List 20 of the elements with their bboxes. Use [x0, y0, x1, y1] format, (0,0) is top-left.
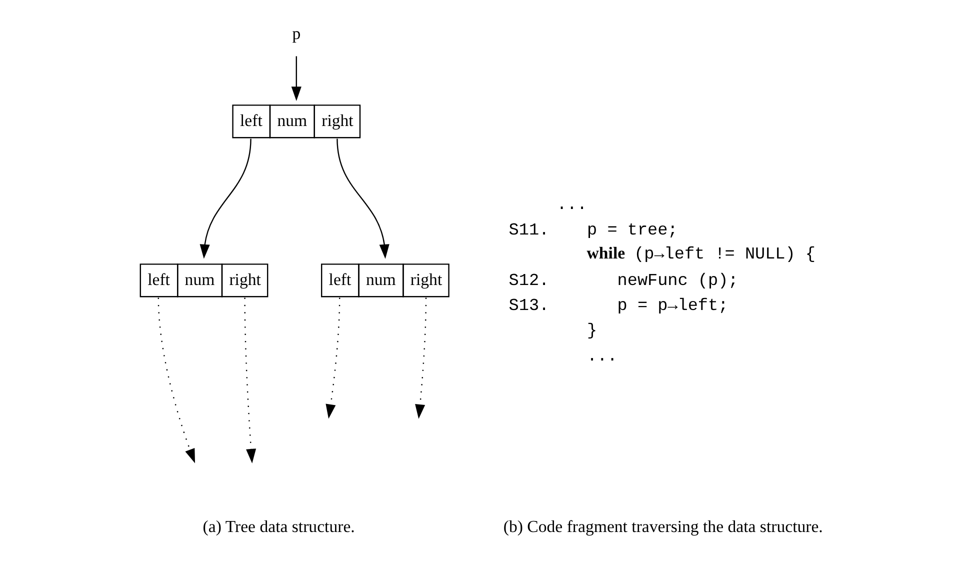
arrow — [244, 298, 256, 464]
label: S11. — [508, 221, 549, 240]
label: (a) Tree data structure. — [202, 517, 354, 536]
label: S12. — [508, 272, 549, 291]
label: ... — [586, 347, 617, 366]
arrow — [199, 138, 251, 259]
label: ... — [556, 196, 587, 216]
label: newFunc (p); — [616, 272, 738, 291]
arrow — [414, 298, 426, 419]
label: } — [586, 322, 597, 342]
label: p = tree; — [586, 221, 678, 240]
arrow — [336, 138, 389, 259]
label: while (p→left != NULL) { — [586, 243, 816, 264]
arrow — [290, 56, 301, 102]
arrow — [157, 298, 195, 464]
arrow — [325, 298, 340, 419]
label: S13. — [508, 297, 549, 316]
label: (b) Code fragment traversing the data structure. — [502, 517, 822, 536]
node-text: p — [292, 24, 300, 43]
label: p = p→left; — [616, 297, 728, 316]
